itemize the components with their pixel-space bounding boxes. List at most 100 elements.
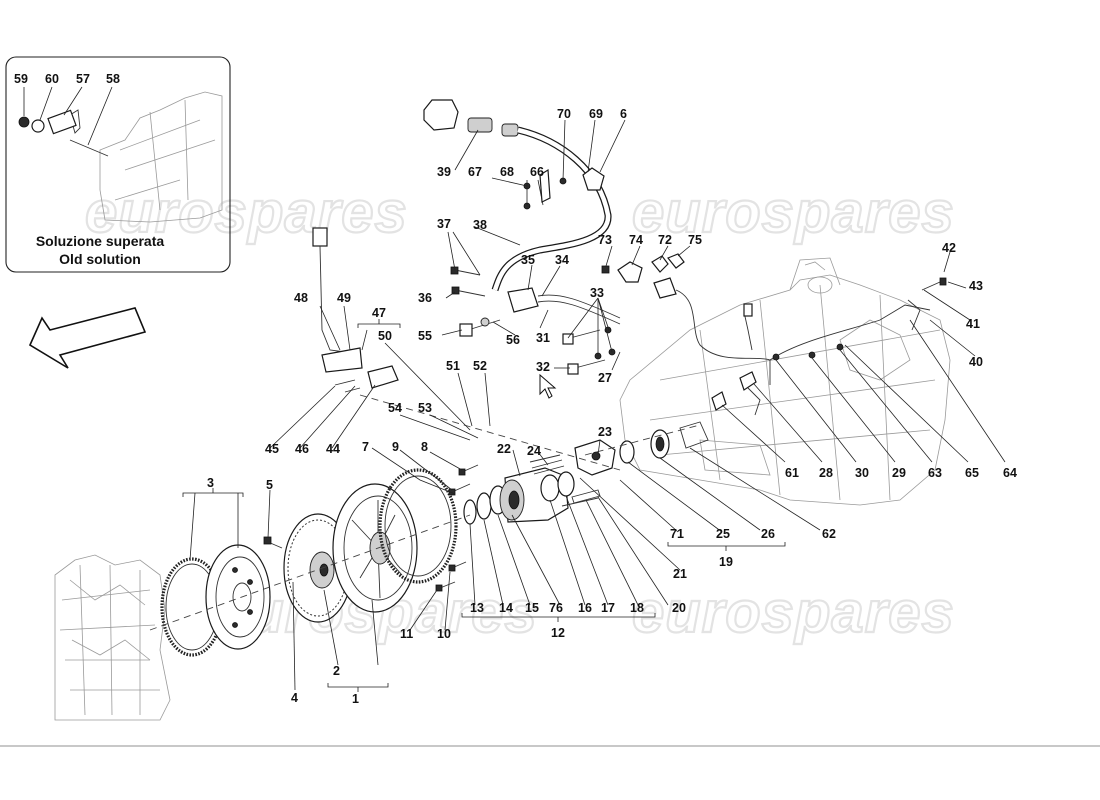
callout-36: 36 (418, 291, 432, 305)
callout-27: 27 (598, 371, 612, 385)
callout-24: 24 (527, 444, 541, 458)
inset-title-english: Old solution (59, 251, 141, 267)
callout-25: 25 (716, 527, 730, 541)
engine-block (54, 554, 171, 721)
callout-76: 76 (549, 601, 563, 615)
release-bearing-assembly (463, 439, 616, 525)
callout-9: 9 (392, 440, 399, 454)
leader-lines (189, 119, 1006, 691)
callout-72: 72 (658, 233, 672, 247)
callout-2: 2 (333, 664, 340, 678)
callout-6: 6 (620, 107, 627, 121)
fixing-bolts (450, 266, 616, 375)
group-brackets (182, 319, 786, 692)
callout-numbers: 1 2 3 4 5 6 7 8 9 10 11 12 13 14 15 16 1… (207, 107, 1017, 706)
callout-1: 1 (352, 692, 359, 706)
callout-69: 69 (589, 107, 603, 121)
callout-53: 53 (418, 401, 432, 415)
callout-29: 29 (892, 466, 906, 480)
inset-label-60: 60 (45, 72, 59, 86)
watermark-text: eurospares (632, 180, 955, 245)
callout-32: 32 (536, 360, 550, 374)
inset-label-58: 58 (106, 72, 120, 86)
callout-67: 67 (468, 165, 482, 179)
watermark-group: eurospares eurospares eurospares eurospa… (84, 179, 955, 646)
callout-10: 10 (437, 627, 451, 641)
callout-56: 56 (506, 333, 520, 347)
callout-65: 65 (965, 466, 979, 480)
callout-21: 21 (673, 567, 687, 581)
callout-62: 62 (822, 527, 836, 541)
watermark-text: eurospares (632, 580, 955, 645)
callout-14: 14 (499, 601, 513, 615)
flywheel-bolt (263, 536, 283, 549)
callout-63: 63 (928, 466, 942, 480)
callout-19: 19 (719, 555, 733, 569)
callout-16: 16 (578, 601, 592, 615)
callout-28: 28 (819, 466, 833, 480)
hydraulic-line (423, 99, 621, 325)
callout-50: 50 (378, 329, 392, 343)
gearbox-housing (619, 257, 951, 506)
callout-12: 12 (551, 626, 565, 640)
callout-11: 11 (400, 627, 413, 641)
callout-13: 13 (470, 601, 484, 615)
watermark-text: eurospares (85, 180, 408, 245)
callout-45: 45 (265, 442, 279, 456)
callout-8: 8 (421, 440, 428, 454)
callout-39: 39 (437, 165, 451, 179)
callout-46: 46 (295, 442, 309, 456)
callout-17: 17 (601, 601, 615, 615)
callout-22: 22 (497, 442, 511, 456)
callout-52: 52 (473, 359, 487, 373)
callout-35: 35 (521, 253, 535, 267)
callout-73: 73 (598, 233, 612, 247)
callout-66: 66 (530, 165, 544, 179)
callout-43: 43 (969, 279, 983, 293)
callout-4: 4 (291, 691, 298, 705)
speed-sensor (312, 227, 399, 393)
callout-70: 70 (557, 107, 571, 121)
assembly-axis-line (359, 394, 621, 471)
callout-49: 49 (337, 291, 351, 305)
callout-26: 26 (761, 527, 775, 541)
callout-48: 48 (294, 291, 308, 305)
mouse-cursor-icon (539, 373, 557, 399)
callout-64: 64 (1003, 466, 1017, 480)
assembly-axis-line (149, 514, 471, 631)
callout-3: 3 (207, 476, 214, 490)
pressure-plate (332, 483, 418, 613)
inset-label-59: 59 (14, 72, 28, 86)
callout-55: 55 (418, 329, 432, 343)
inset-label-57: 57 (76, 72, 90, 86)
callout-61: 61 (785, 466, 799, 480)
callout-34: 34 (555, 253, 569, 267)
direction-arrow-icon (28, 307, 147, 369)
callout-68: 68 (500, 165, 514, 179)
callout-40: 40 (969, 355, 983, 369)
callout-47: 47 (372, 306, 386, 320)
callout-31: 31 (536, 331, 550, 345)
inset-old-solution: 59 60 57 58 Soluzione superata Old solut… (5, 56, 231, 273)
assembly-axis-line (584, 424, 701, 456)
callout-15: 15 (525, 601, 539, 615)
callout-54: 54 (388, 401, 402, 415)
harness-bracket (601, 253, 685, 283)
callout-33: 33 (590, 286, 604, 300)
callout-30: 30 (855, 466, 869, 480)
callout-23: 23 (598, 425, 612, 439)
callout-51: 51 (446, 359, 460, 373)
callout-7: 7 (362, 440, 369, 454)
starter-ring-gear (378, 468, 458, 584)
callout-37: 37 (437, 217, 451, 231)
callout-71: 71 (670, 527, 684, 541)
callout-74: 74 (629, 233, 643, 247)
callout-5: 5 (266, 478, 273, 492)
cover-bolts (435, 464, 479, 592)
callout-20: 20 (672, 601, 686, 615)
callout-38: 38 (473, 218, 487, 232)
inset-title-italian: Soluzione superata (36, 233, 165, 249)
callout-44: 44 (326, 442, 340, 456)
sensor-harness (653, 277, 947, 416)
